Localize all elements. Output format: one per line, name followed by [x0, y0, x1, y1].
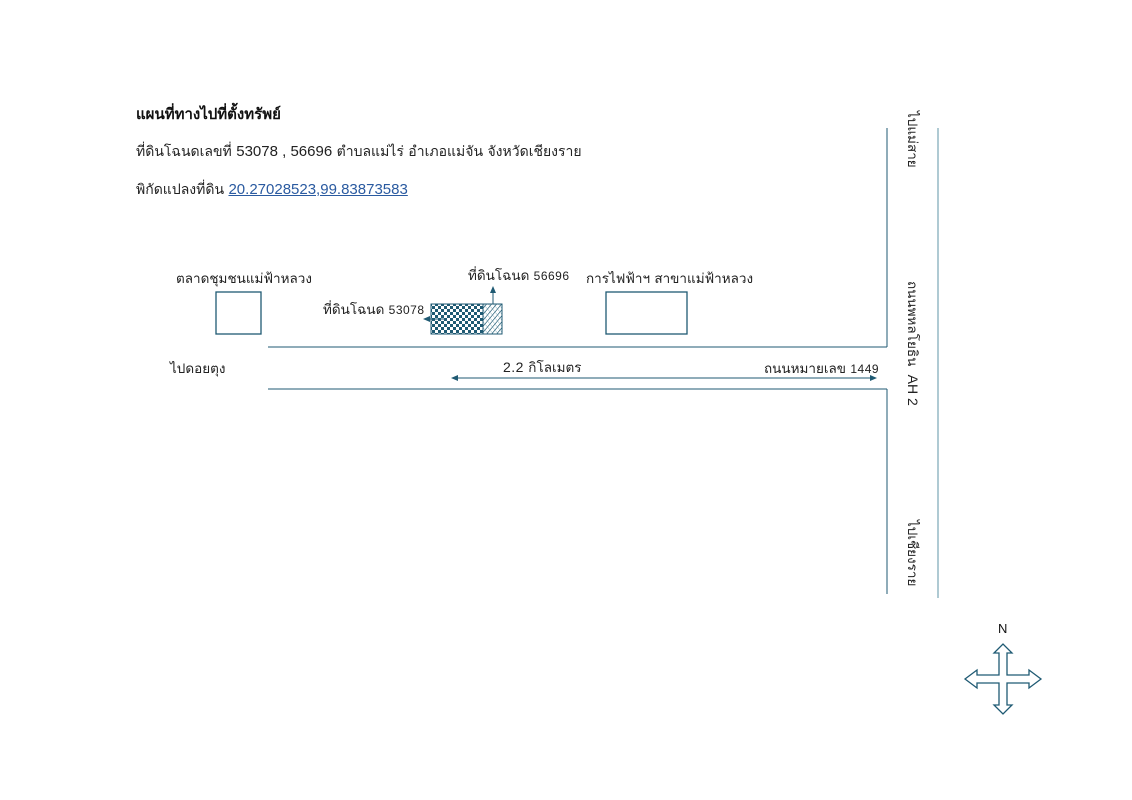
distance-label: 2.2 กิโลเมตร: [503, 356, 582, 378]
parcel-53078-number: 53078: [388, 303, 425, 317]
to-chiang-rai-label: ไปเชียงราย: [904, 520, 920, 587]
to-mae-sai-label: ไปแม่สาย: [904, 111, 920, 168]
deed-prefix: ที่ดินโฉนดเลขที่: [136, 144, 232, 160]
electricity-office-building: [605, 291, 688, 335]
road-name: ถนนหมายเลข: [764, 361, 847, 377]
to-doi-tung-label: ไปดอยตุง: [170, 361, 226, 377]
highway-name: ถนนพหลโยธิน: [904, 281, 920, 367]
parcel-56696-label-text: ที่ดินโฉนด: [468, 268, 530, 284]
distance-unit: กิโลเมตร: [528, 360, 582, 376]
market-building: [215, 291, 262, 335]
deed-numbers: 53078 , 56696: [236, 143, 333, 160]
coordinate-prefix: พิกัดแปลงที่ดิน: [136, 182, 225, 198]
parcel-53078-label-text: ที่ดินโฉนด: [323, 302, 385, 318]
market-label: ตลาดชุมชนแม่ฟ้าหลวง: [176, 271, 312, 287]
page-title: แผนที่ทางไปที่ตั้งทรัพย์: [136, 105, 281, 123]
north-label: N: [998, 621, 1008, 636]
coordinate-info: พิกัดแปลงที่ดิน 20.27028523,99.83873583: [136, 179, 408, 201]
parcel-56696-label: ที่ดินโฉนด 56696: [468, 264, 570, 286]
parcel-53078-label: ที่ดินโฉนด 53078: [323, 298, 425, 320]
highway-code: AH 2: [905, 374, 921, 406]
road-number: 1449: [850, 362, 880, 376]
compass-icon: [963, 643, 1043, 715]
highway-label: ถนนพหลโยธิน AH 2: [902, 281, 924, 406]
deed-info: ที่ดินโฉนดเลขที่ 53078 , 56696 ตำบลแม่ไร…: [136, 141, 582, 163]
road-1449-label: ถนนหมายเลข 1449: [764, 357, 879, 379]
parcel-56696: [482, 303, 503, 335]
parcel-56696-number: 56696: [533, 269, 570, 283]
coordinate-link[interactable]: 20.27028523,99.83873583: [228, 181, 408, 198]
distance-value: 2.2: [503, 359, 524, 375]
deed-location: ตำบลแม่ไร่ อำเภอแม่จัน จังหวัดเชียงราย: [336, 144, 582, 160]
electricity-office-label: การไฟฟ้าฯ สาขาแม่ฟ้าหลวง: [586, 271, 754, 287]
